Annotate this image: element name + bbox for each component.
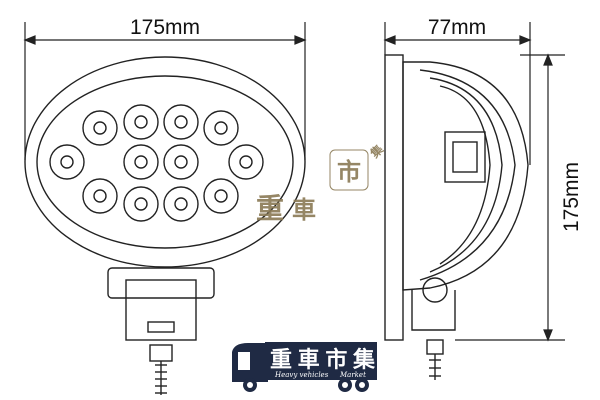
watermark-char: 重 [256,192,284,225]
led [214,121,228,135]
side-label [444,131,486,183]
led [123,186,159,222]
lens-rim [36,75,294,249]
watermark-char: 集 [366,141,387,162]
led [174,197,188,211]
led [239,155,253,169]
dimension-lines [23,22,565,342]
watermark-char: 市 [337,158,361,186]
led [174,115,188,129]
pivot-bolt [422,277,448,303]
logo-english-text: Heavy vehicles [274,371,329,379]
side-bracket [411,290,456,331]
led [214,189,228,203]
led [123,144,159,180]
led [174,155,188,169]
led [93,121,107,135]
nut [149,344,173,362]
led [134,155,148,169]
front-view [24,56,306,395]
led [82,178,118,214]
led [203,178,239,214]
led [163,104,199,140]
mount-bracket [107,267,215,299]
logo-english-text: Market [339,371,366,379]
led [60,155,74,169]
led [228,144,264,180]
height-dimension-label: 175mm [560,162,583,232]
led [93,189,107,203]
front-bezel [384,54,404,341]
led [123,104,159,140]
bracket-stem [125,279,197,341]
side-view [384,54,529,380]
watermark-char: 車 [292,196,316,224]
led [163,186,199,222]
depth-dimension-label: 77mm [428,16,486,39]
led-array [49,104,264,222]
outer-housing [24,56,306,268]
heat-sink [402,61,529,291]
led [134,115,148,129]
watermark: 市 重 車 集 [256,141,387,225]
heavy-vehicles-market-logo: 重車市集 Heavy vehicles Market [232,342,377,392]
led [163,144,199,180]
led [82,110,118,146]
led [203,110,239,146]
led [49,144,85,180]
width-dimension-label: 175mm [130,16,200,39]
led [134,197,148,211]
